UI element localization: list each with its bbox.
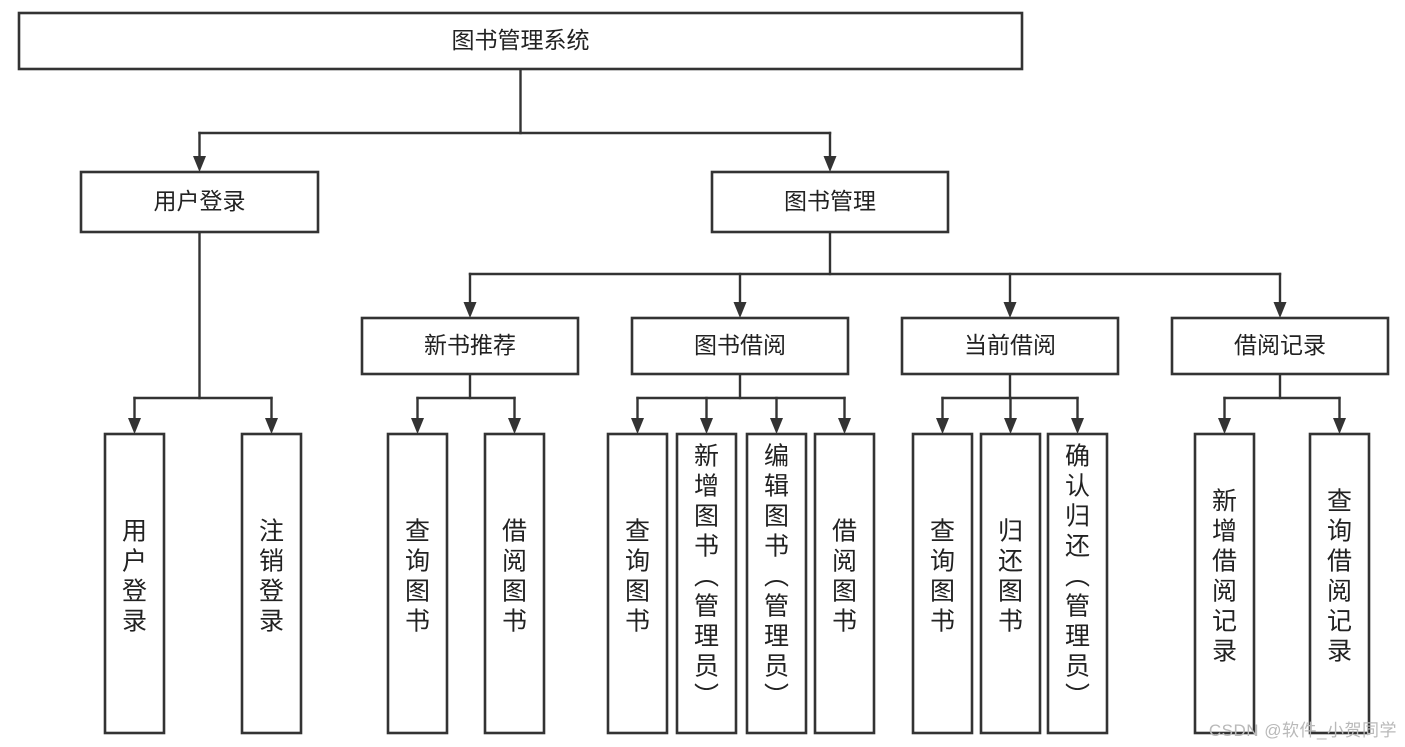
node-label: 查询图书 [625,518,650,636]
connector-group-bookmgmt [463,230,1287,318]
connector-group-records [1218,372,1346,434]
arrow-head-icon [463,302,477,318]
node-bookmgmt[interactable]: 图书管理 [710,170,950,234]
node-box [1308,432,1371,735]
node-box [630,316,850,376]
arrow-head-icon [1273,302,1287,318]
connector-group-root [193,67,837,172]
node-label: 借阅图书 [502,518,527,636]
arrow-head-icon [1004,418,1017,434]
arrow-head-icon [733,302,747,318]
node-label: 图书管理 [784,188,876,214]
node-box [606,432,669,735]
node-leaf-add-book[interactable]: 新增图书︵管理员︶ [675,432,738,735]
node-leaf-borrow-book-1[interactable]: 借阅图书 [483,432,546,735]
node-label: 图书借阅 [694,332,786,358]
node-login[interactable]: 用户登录 [79,170,320,234]
arrow-head-icon [770,418,783,434]
arrow-head-icon [823,156,837,172]
arrow-head-icon [936,418,949,434]
node-box [483,432,546,735]
node-leaf-query-book-3[interactable]: 查询图书 [911,432,974,735]
node-box [1046,432,1109,735]
node-leaf-edit-book[interactable]: 编辑图书︵管理员︶ [745,432,808,735]
arrow-head-icon [631,418,644,434]
node-label: 图书管理系统 [452,27,590,53]
connector-group-borrow [631,372,851,434]
node-records[interactable]: 借阅记录 [1170,316,1390,376]
node-label: 查询图书 [930,518,955,636]
arrow-head-icon [265,418,278,434]
node-box [79,170,320,234]
node-box [1193,432,1256,735]
node-label: 新增借阅记录 [1212,488,1237,666]
node-box [675,432,738,735]
connector-group-newbook [411,372,521,434]
node-label: 用户登录 [154,188,246,214]
node-box [813,432,876,735]
node-root[interactable]: 图书管理系统 [17,11,1024,71]
node-box [979,432,1042,735]
node-box [911,432,974,735]
node-newbook[interactable]: 新书推荐 [360,316,580,376]
arrow-head-icon [700,418,713,434]
node-label: 编辑图书︵管理员︶ [764,443,789,711]
node-label: 注销登录 [259,518,284,636]
arrow-head-icon [193,156,206,172]
arrow-head-icon [508,418,521,434]
node-borrow[interactable]: 图书借阅 [630,316,850,376]
node-current[interactable]: 当前借阅 [900,316,1120,376]
node-box [17,11,1024,71]
arrow-head-icon [1218,418,1231,434]
arrow-head-icon [1333,418,1346,434]
node-label: 查询借阅记录 [1327,488,1352,666]
node-label: 查询图书 [405,518,430,636]
node-box [1170,316,1390,376]
node-label: 新增图书︵管理员︶ [694,443,719,711]
node-label: 借阅图书 [832,518,857,636]
node-box [103,432,166,735]
arrow-head-icon [1003,302,1017,318]
node-label: 归还图书 [998,518,1023,636]
connector-group-login [128,230,278,434]
node-label: 新书推荐 [424,332,516,358]
arrow-head-icon [1071,418,1084,434]
node-label: 当前借阅 [964,332,1056,358]
node-box [360,316,580,376]
node-leaf-add-record[interactable]: 新增借阅记录 [1193,432,1256,735]
node-label: 确认归还︵管理员︶ [1065,443,1090,711]
connector-group-current [936,372,1084,434]
node-box [745,432,808,735]
node-box [900,316,1120,376]
node-leaf-return-book[interactable]: 归还图书 [979,432,1042,735]
node-leaf-query-record[interactable]: 查询借阅记录 [1308,432,1371,735]
node-box [710,170,950,234]
node-leaf-borrow-book-2[interactable]: 借阅图书 [813,432,876,735]
arrow-head-icon [838,418,851,434]
node-leaf-confirm-return[interactable]: 确认归还︵管理员︶ [1046,432,1109,735]
node-leaf-user-login[interactable]: 用户登录 [103,432,166,735]
arrow-head-icon [128,418,141,434]
node-label: 借阅记录 [1234,332,1326,358]
node-box [386,432,449,735]
connector-layer [128,67,1346,434]
node-box [240,432,303,735]
arrow-head-icon [411,418,424,434]
node-label: 用户登录 [122,518,147,636]
node-layer: 图书管理系统用户登录图书管理新书推荐图书借阅当前借阅借阅记录用户登录注销登录查询… [17,11,1390,735]
node-leaf-query-book-1[interactable]: 查询图书 [386,432,449,735]
node-leaf-query-book-2[interactable]: 查询图书 [606,432,669,735]
node-leaf-logout[interactable]: 注销登录 [240,432,303,735]
